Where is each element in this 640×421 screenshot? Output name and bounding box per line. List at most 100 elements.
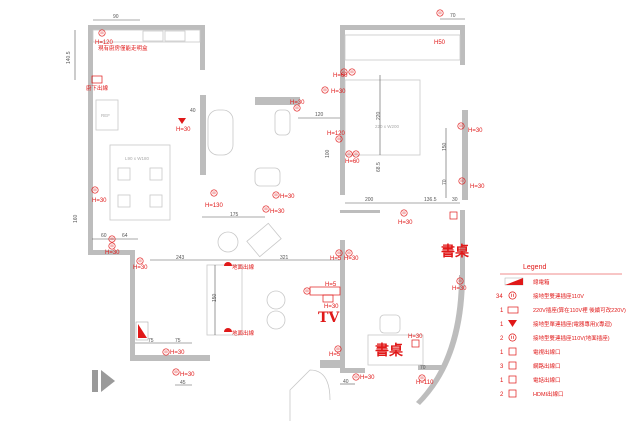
label: H=30	[408, 334, 423, 340]
panel-box-icon	[505, 278, 523, 285]
dim-sofa: 150	[212, 293, 218, 302]
label: H=120	[95, 40, 114, 46]
legend-label: 接地型雙連插座110V	[533, 292, 584, 300]
legend-label: HDMI出線口	[533, 390, 564, 398]
dim-closet: 70	[450, 13, 456, 19]
label: H=30	[452, 286, 467, 292]
fridge-label: REF	[101, 113, 110, 118]
label: H=60	[345, 159, 360, 165]
dim-kitchen-height: 140.5	[66, 51, 72, 64]
legend-label: 網路出線口	[533, 362, 561, 370]
legend-label: 總電箱	[533, 278, 550, 286]
dim-30: 30	[452, 197, 458, 203]
dim-40: 40	[190, 108, 196, 114]
label: H=30	[324, 304, 339, 310]
dimensions: 90 140.5 70 40 120 100 175 220 68.5 200 …	[66, 13, 465, 386]
furniture: REF L90 x W180 220 x W200	[92, 29, 461, 421]
label: H=30	[133, 265, 148, 271]
walls	[88, 25, 468, 405]
legend-count: 3	[500, 364, 504, 370]
legend-item-duplex: 34 接地型雙連插座110V	[496, 291, 584, 300]
label: H=130	[205, 203, 224, 209]
dim-45: 45	[180, 380, 186, 386]
legend: Legend 總電箱 34 接地型雙連插座110V 1 220V插座(算在110…	[496, 264, 626, 398]
dining-table-label: L90 x W180	[125, 156, 150, 161]
legend-label: 電視出線口	[533, 348, 561, 356]
dim-160: 160	[73, 214, 79, 223]
desk-label: 書桌	[441, 243, 470, 260]
tv-outlet-icon	[508, 347, 517, 356]
legend-label: 220V插座(算在110V裡 後續可改220V)	[533, 306, 626, 314]
label: H=30	[270, 209, 285, 215]
legend-count: 1	[500, 350, 504, 356]
dim-321: 321	[280, 255, 289, 261]
legend-item-floor: 2 接地型雙連插座110V(地面插座)	[500, 333, 610, 342]
label: H=30	[290, 100, 305, 106]
hdmi-outlet-icon	[508, 389, 517, 398]
label: H50	[434, 40, 446, 46]
dim-200: 200	[365, 197, 374, 203]
label: H=5	[329, 352, 341, 358]
label: H=30	[280, 194, 295, 200]
dim-68-5: 68.5	[376, 162, 382, 172]
legend-label: 電話出線口	[533, 376, 561, 384]
dim-60: 60	[101, 233, 107, 239]
legend-item-tv: 1 電視出線口	[500, 347, 561, 356]
dim-136-5: 136.5	[424, 197, 437, 203]
dim-study-70: 70	[420, 365, 426, 371]
dim-study-40: 40	[343, 379, 349, 385]
dim-75a: 75	[148, 338, 154, 344]
legend-item-panel: 總電箱	[504, 277, 550, 286]
entry-arrow-icon	[101, 370, 115, 392]
desk-label: 書桌	[375, 342, 404, 359]
floor-outlet-label: 地面出線	[232, 329, 255, 337]
legend-label: 接地型雙連插座110V(地面插座)	[533, 334, 610, 342]
main-panel-icon	[138, 324, 147, 338]
legend-count: 34	[496, 294, 503, 300]
outlet-labels: H=120 現有廚房僅能走明盒 廚下出線 H=30 H50 H=60 H=30 …	[86, 40, 485, 386]
floor-outlet-label: 地面出線	[232, 263, 255, 271]
dim-150: 150	[442, 142, 448, 151]
label: H=30	[176, 127, 191, 133]
dim-243: 243	[176, 255, 185, 261]
outlet-symbols	[91, 9, 466, 382]
dim-70: 70	[442, 179, 448, 185]
bed-label: 220 x W200	[375, 124, 400, 129]
label: H=5	[325, 282, 337, 288]
label: H=30	[170, 350, 185, 356]
dedicated-outlet-icon	[508, 320, 517, 327]
legend-item-hdmi: 2 HDMI出線口	[500, 389, 564, 398]
label: H=30	[92, 198, 107, 204]
label: H=30	[331, 89, 346, 95]
legend-item-phone: 1 電話出線口	[500, 375, 561, 384]
kitchen-note: 現有廚房僅能走明盒	[98, 44, 148, 52]
label: H=60	[333, 73, 348, 79]
network-outlet-icon	[508, 361, 517, 370]
dim-120: 120	[315, 112, 324, 118]
legend-label: 接地型單連插座(電器專用)(專迴)	[533, 320, 612, 328]
label: H=30	[398, 220, 413, 226]
dim-75b: 75	[175, 338, 181, 344]
label: H=120	[327, 131, 346, 137]
label: H=30	[468, 128, 483, 134]
floor-outlet-icon	[508, 333, 517, 342]
duplex-outlet-icon	[508, 291, 517, 300]
legend-item-network: 3 網路出線口	[500, 361, 561, 370]
label: H=30	[180, 372, 195, 378]
tv-mark: TV	[318, 310, 340, 326]
legend-item-220v: 1 220V插座(算在110V裡 後續可改220V)	[500, 306, 626, 314]
label: H=110	[416, 380, 434, 386]
label: H=30	[105, 250, 120, 256]
dim-kitchen-width: 90	[113, 14, 119, 20]
legend-count: 1	[500, 322, 504, 328]
220v-outlet-icon	[507, 306, 519, 314]
legend-count: 1	[500, 308, 504, 314]
dim-64: 64	[122, 233, 128, 239]
label: H=30	[360, 375, 375, 381]
dim-175: 175	[230, 212, 239, 218]
under-sink-label: 廚下出線	[86, 84, 109, 92]
legend-count: 2	[500, 392, 504, 398]
legend-count: 2	[500, 336, 504, 342]
dim-220: 220	[376, 111, 382, 120]
